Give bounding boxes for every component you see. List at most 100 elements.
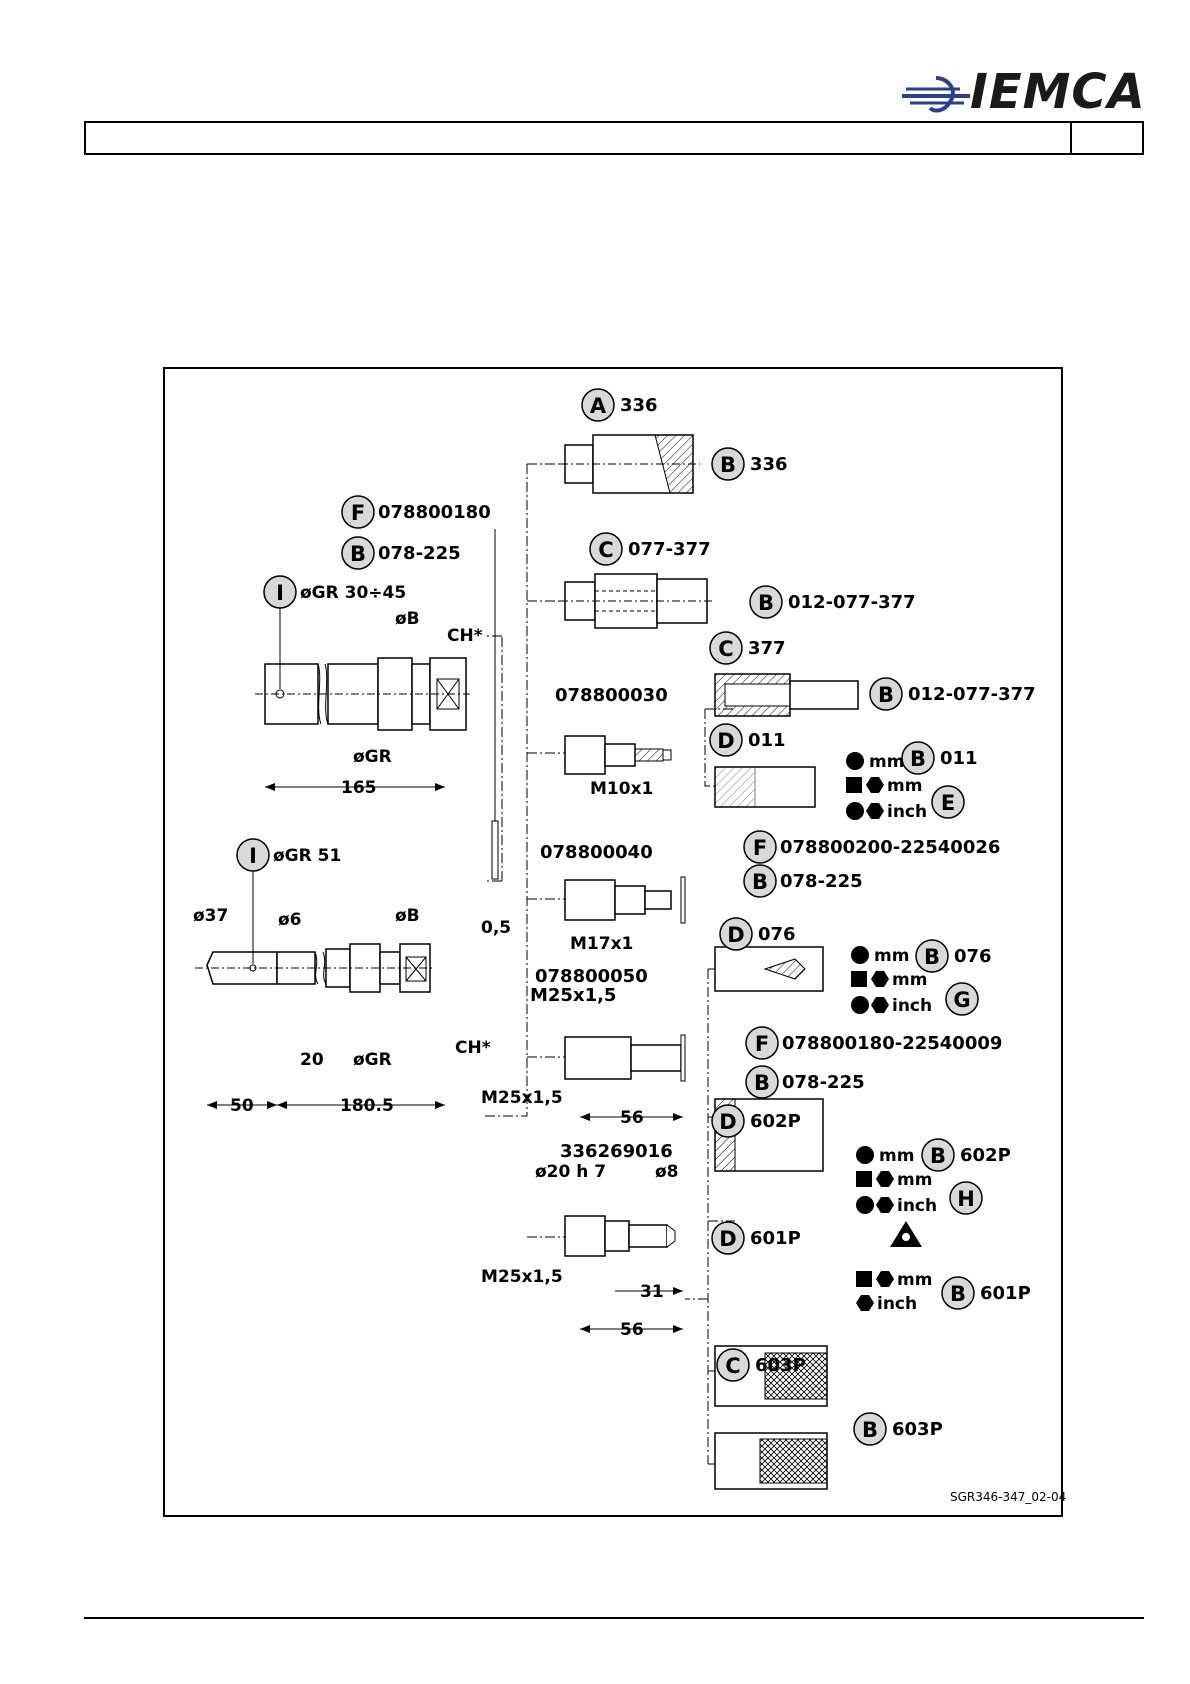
technical-drawing: A 336 B 336 F 078800180 B 078-225 C 077-…	[193, 388, 1066, 1504]
dim-0-5: 0,5	[481, 918, 511, 938]
badge-d-601p-letter: D	[719, 1227, 736, 1251]
hexagon-icon	[866, 803, 884, 819]
footer-rule	[84, 1617, 1144, 1619]
label-b-602p: 602P	[960, 1145, 1011, 1166]
badge-b-077	[749, 585, 783, 619]
badge-e-letter: E	[941, 791, 955, 815]
badge-f-180-letter: F	[755, 1032, 769, 1056]
hexagon-icon	[876, 1271, 894, 1287]
unit-mm-1-011: mm	[869, 752, 904, 772]
badge-b-200	[743, 864, 777, 898]
label-b-078-225: 078-225	[378, 543, 461, 564]
square-icon	[856, 1171, 872, 1187]
hexagon-icon	[866, 777, 884, 793]
badge-b-180-letter: B	[754, 1071, 770, 1095]
dim-56-b: 56	[620, 1320, 644, 1340]
header-page-cell	[1070, 123, 1142, 153]
iemca-logo: IEMCA	[900, 64, 1145, 120]
badge-b-top-letter: B	[350, 542, 366, 566]
unit-mm-1-602: mm	[879, 1146, 914, 1166]
hexagon-icon	[856, 1295, 874, 1311]
part-078800040	[564, 876, 686, 924]
badge-b-076-letter: B	[924, 945, 940, 969]
label-m10x1: M10x1	[590, 779, 653, 799]
hexagon-icon	[876, 1171, 894, 1187]
unit-mm-2-076: mm	[892, 970, 927, 990]
badge-g-letter: G	[953, 988, 970, 1012]
badge-f-200	[743, 830, 777, 864]
part-077	[560, 573, 713, 629]
label-b-011: 011	[940, 748, 978, 769]
unit-inch-011: inch	[887, 802, 927, 822]
label-c-603p: 603P	[755, 1355, 806, 1376]
badge-b-180	[745, 1065, 779, 1099]
part-d011	[714, 766, 816, 808]
label-b-078-225-b: 078-225	[782, 1072, 865, 1093]
badge-g	[945, 982, 979, 1016]
label-f-078800200: 078800200-22540026	[780, 837, 1000, 858]
header-title-box	[84, 121, 1144, 155]
part-c603p	[714, 1432, 828, 1490]
logo-swoosh-icon	[902, 76, 970, 113]
badge-e	[931, 785, 965, 819]
label-078800030: 078800030	[555, 685, 668, 706]
badge-i-upper-letter: I	[276, 581, 284, 605]
dim-d20-h7: ø20 h 7	[535, 1162, 606, 1182]
badge-d-011-letter: D	[717, 729, 734, 753]
label-d-601p: 601P	[750, 1228, 801, 1249]
dim-gr-upper: øGR	[353, 747, 392, 767]
badge-c-603p-letter: C	[725, 1354, 740, 1378]
label-c-377: 377	[748, 638, 786, 659]
badge-b-601p-letter: B	[950, 1282, 966, 1306]
badges-and-labels: A 336 B 336 F 078800180 B 078-225 C 077-…	[193, 388, 1066, 1504]
dim-ch-upper: CH*	[447, 626, 483, 646]
badge-f-top-letter: F	[351, 501, 365, 525]
part-078800050	[564, 1034, 686, 1082]
unit-mm-601: mm	[897, 1270, 932, 1290]
label-m17x1: M17x1	[570, 934, 633, 954]
label-078800040: 078800040	[540, 842, 653, 863]
label-336269016: 336269016	[560, 1141, 673, 1162]
badge-h	[949, 1181, 983, 1215]
badge-b-200-letter: B	[752, 870, 768, 894]
label-a-336: 336	[620, 395, 658, 416]
label-b-601p: 601P	[980, 1283, 1031, 1304]
badge-c-603p	[716, 1348, 750, 1382]
dim-20: 20	[300, 1050, 324, 1070]
unit-mm-2-011: mm	[887, 776, 922, 796]
unit-inch-602: inch	[897, 1196, 937, 1216]
badge-d-601p	[711, 1221, 745, 1255]
badge-b-letter: B	[720, 453, 736, 477]
hexagon-icon	[871, 997, 889, 1013]
badge-b-076	[915, 939, 949, 973]
badge-b-603p	[853, 1412, 887, 1446]
part-c377	[714, 673, 859, 717]
round-icon	[846, 752, 864, 770]
dim-d8: ø8	[655, 1162, 679, 1182]
label-gr-30-45: øGR 30÷45	[300, 583, 406, 603]
label-b-603p: 603P	[892, 1419, 943, 1440]
label-b-012-077-377: 012-077-377	[788, 592, 916, 613]
badge-f-top	[341, 495, 375, 529]
dim-180-5: 180.5	[340, 1096, 394, 1116]
badge-b-603p-letter: B	[862, 1418, 878, 1442]
label-d-602p: 602P	[750, 1111, 801, 1132]
badge-d-076-letter: D	[727, 923, 744, 947]
badge-h-letter: H	[957, 1187, 975, 1211]
dim-d37: ø37	[193, 906, 228, 926]
badge-c-077	[589, 532, 623, 566]
label-b-336: 336	[750, 454, 788, 475]
part-078800030	[564, 735, 672, 775]
part-336269016	[564, 1215, 676, 1257]
page-header: IEMCA	[0, 0, 1190, 160]
dim-56-a: 56	[620, 1108, 644, 1128]
logo-text: IEMCA	[970, 64, 1146, 120]
badge-i-lower-letter: I	[249, 844, 257, 868]
badge-b	[711, 447, 745, 481]
badge-b-602p	[921, 1138, 955, 1172]
round-icon	[851, 996, 869, 1014]
label-gr-51: øGR 51	[273, 846, 341, 866]
hexagon-icon	[871, 971, 889, 987]
label-m25x1-5-top: M25x1,5	[530, 985, 616, 1006]
badge-d-602p	[711, 1104, 745, 1138]
